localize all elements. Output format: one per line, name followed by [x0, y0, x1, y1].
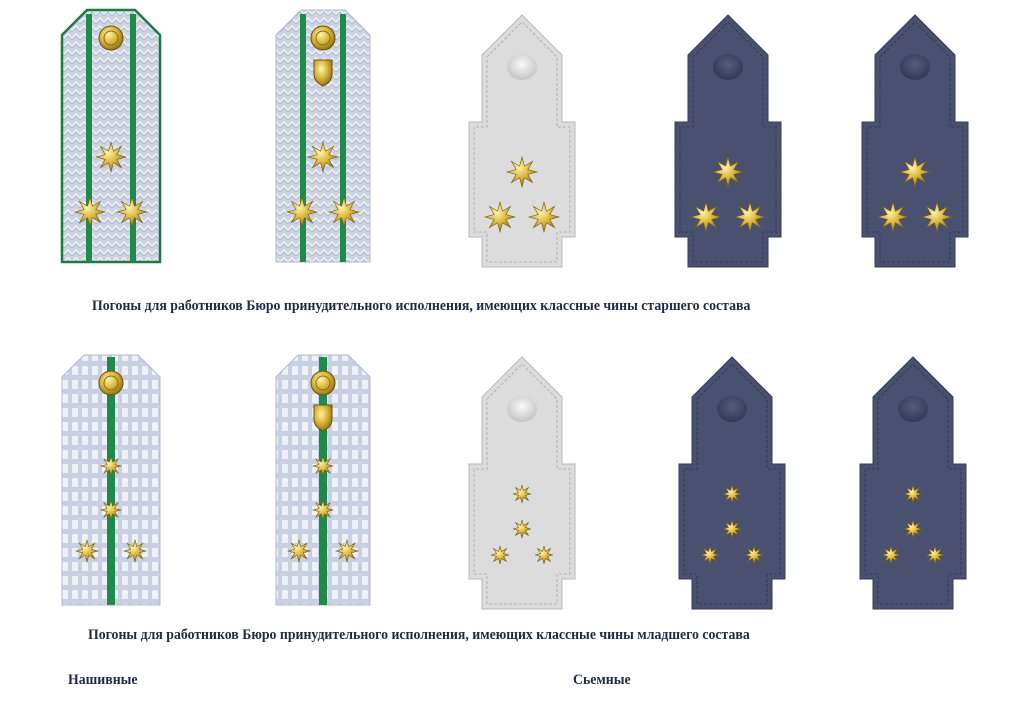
removable-shoulder-board	[861, 14, 969, 268]
star-insignia-icon	[722, 484, 742, 504]
star-insignia-icon	[286, 538, 312, 564]
star-insignia-icon	[903, 519, 923, 539]
button-emblem	[315, 375, 331, 391]
board-body	[859, 356, 967, 610]
button-face	[310, 25, 336, 51]
star-insignia-icon	[722, 519, 742, 539]
star-insignia-icon	[711, 155, 745, 189]
star-insignia-icon	[122, 538, 148, 564]
button-hole	[717, 396, 747, 422]
green-stripe	[300, 14, 306, 262]
star-insignia-icon	[327, 195, 361, 229]
sewn-shoulder-board	[275, 354, 371, 606]
star-insignia-icon	[311, 498, 335, 522]
label-removable: Сьемные	[573, 672, 631, 688]
button-hole	[900, 54, 930, 80]
stitching	[866, 21, 964, 263]
button-hole	[713, 54, 743, 80]
button-emblem	[103, 375, 119, 391]
button-face	[98, 25, 124, 51]
button-icon	[310, 25, 336, 51]
stitching	[679, 21, 777, 263]
button-emblem	[315, 30, 331, 46]
button-icon	[310, 370, 336, 396]
board-body	[861, 14, 969, 268]
board-body	[678, 356, 786, 610]
star-insignia-icon	[512, 484, 532, 504]
button-icon	[98, 370, 124, 396]
star-insignia-icon	[876, 200, 910, 234]
star-insignia-icon	[73, 195, 107, 229]
button-hole	[898, 396, 928, 422]
star-insignia-icon	[700, 545, 720, 565]
removable-shoulder-board	[674, 14, 782, 268]
shield-emblem-icon	[313, 59, 333, 87]
removable-shoulder-board	[468, 14, 576, 268]
button-face	[310, 370, 336, 396]
button-icon	[98, 25, 124, 51]
caption-senior-staff: Погоны для работников Бюро принудительно…	[92, 298, 751, 314]
green-stripe	[340, 14, 346, 262]
star-insignia-icon	[306, 140, 340, 174]
stitching	[473, 21, 571, 263]
star-insignia-icon	[505, 155, 539, 189]
star-insignia-icon	[94, 140, 128, 174]
star-insignia-icon	[74, 538, 100, 564]
star-insignia-icon	[925, 545, 945, 565]
star-insignia-icon	[903, 484, 923, 504]
star-insignia-icon	[115, 195, 149, 229]
star-insignia-icon	[733, 200, 767, 234]
button-face	[98, 370, 124, 396]
star-insignia-icon	[534, 545, 554, 565]
removable-shoulder-board	[678, 356, 786, 610]
green-stripe	[86, 14, 92, 262]
stitching	[683, 363, 781, 605]
star-insignia-icon	[527, 200, 561, 234]
star-insignia-icon	[689, 200, 723, 234]
sewn-shoulder-board	[61, 354, 161, 606]
sewn-shoulder-board	[60, 8, 162, 264]
star-insignia-icon	[99, 454, 123, 478]
button-hole	[507, 396, 537, 422]
board-body	[674, 14, 782, 268]
star-insignia-icon	[334, 538, 360, 564]
stitching	[473, 363, 571, 605]
board-body	[468, 14, 576, 268]
star-insignia-icon	[512, 519, 532, 539]
board-body	[468, 356, 576, 610]
stitching	[864, 363, 962, 605]
sewn-shoulder-board	[275, 9, 371, 263]
removable-shoulder-board	[859, 356, 967, 610]
removable-shoulder-board	[468, 356, 576, 610]
caption-junior-staff: Погоны для работников Бюро принудительно…	[88, 627, 750, 643]
star-insignia-icon	[285, 195, 319, 229]
star-insignia-icon	[744, 545, 764, 565]
star-insignia-icon	[311, 454, 335, 478]
button-hole	[507, 54, 537, 80]
green-stripe	[130, 14, 136, 262]
label-sewn-on: Нашивные	[68, 672, 138, 688]
star-insignia-icon	[490, 545, 510, 565]
green-stripe	[107, 357, 115, 605]
star-insignia-icon	[99, 498, 123, 522]
green-stripe	[319, 357, 327, 605]
board-body	[275, 9, 371, 263]
star-insignia-icon	[881, 545, 901, 565]
button-emblem	[103, 30, 119, 46]
shield-emblem-icon	[313, 404, 333, 432]
star-insignia-icon	[920, 200, 954, 234]
star-insignia-icon	[898, 155, 932, 189]
star-insignia-icon	[483, 200, 517, 234]
